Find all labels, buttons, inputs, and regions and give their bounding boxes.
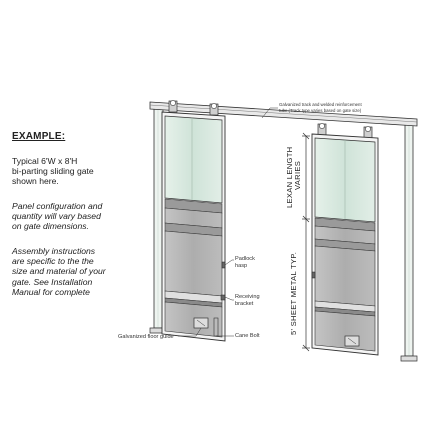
note-line: are specific to the the xyxy=(12,256,94,267)
description-line: bi-parting sliding gate xyxy=(12,166,94,177)
padlock-callout-line2: hasp xyxy=(235,263,247,269)
left-trolley-2 xyxy=(209,103,219,116)
right-trolley-2 xyxy=(363,126,373,139)
receiving-bracket xyxy=(220,294,226,301)
cane-bolt xyxy=(213,317,219,337)
panel-configuration-note: Panel configuration and quantity will va… xyxy=(12,201,144,232)
example-title: EXAMPLE: xyxy=(12,131,66,142)
lexan-varies-label: VARIES xyxy=(293,161,302,190)
lexan-dimension xyxy=(302,132,310,223)
right-gate-panel xyxy=(311,123,379,356)
note-line: quantity will vary based xyxy=(12,211,101,222)
note-line: gate. See Installation xyxy=(12,276,93,287)
sheet-metal-dimension xyxy=(302,219,310,352)
right-post xyxy=(400,122,418,362)
note-line: Panel configuration and xyxy=(12,201,103,211)
right-trolley-1 xyxy=(317,123,327,136)
receiving-callout-line1: Receiving xyxy=(235,294,260,300)
track-callout-line2: tube (Track type varies based on gate si… xyxy=(279,108,362,113)
note-line: size and material of your xyxy=(12,266,106,277)
left-trolley-1 xyxy=(168,100,178,113)
track-callout-line1: Galvanized track and welded reinforcemen… xyxy=(279,102,362,107)
description-line: shown here. xyxy=(12,176,59,187)
note-line: Assembly instructions xyxy=(12,246,96,256)
description-line: Typical 6'W x 8'H xyxy=(12,156,78,166)
lexan-length-label: LEXAN LENGTH xyxy=(285,147,294,208)
sheet-metal-label: 5' SHEET METAL TYP. xyxy=(289,252,298,335)
floor-guide-callout: Galvanized floor guide xyxy=(118,334,174,340)
example-description: Typical 6'W x 8'H bi-parting sliding gat… xyxy=(12,156,144,187)
padlock-hasp xyxy=(221,261,226,269)
note-line: Manual for complete xyxy=(12,286,90,297)
callout-leaders xyxy=(178,107,278,337)
cane-bolt-callout: Cane Bolt xyxy=(235,333,260,339)
left-gate-panel xyxy=(161,100,226,342)
receiving-callout-line2: bracket xyxy=(235,301,254,307)
note-line: on gate dimensions. xyxy=(12,221,89,232)
padlock-callout-line1: Padlock xyxy=(235,256,255,262)
assembly-instructions-note: Assembly instructions are specific to th… xyxy=(12,246,144,297)
